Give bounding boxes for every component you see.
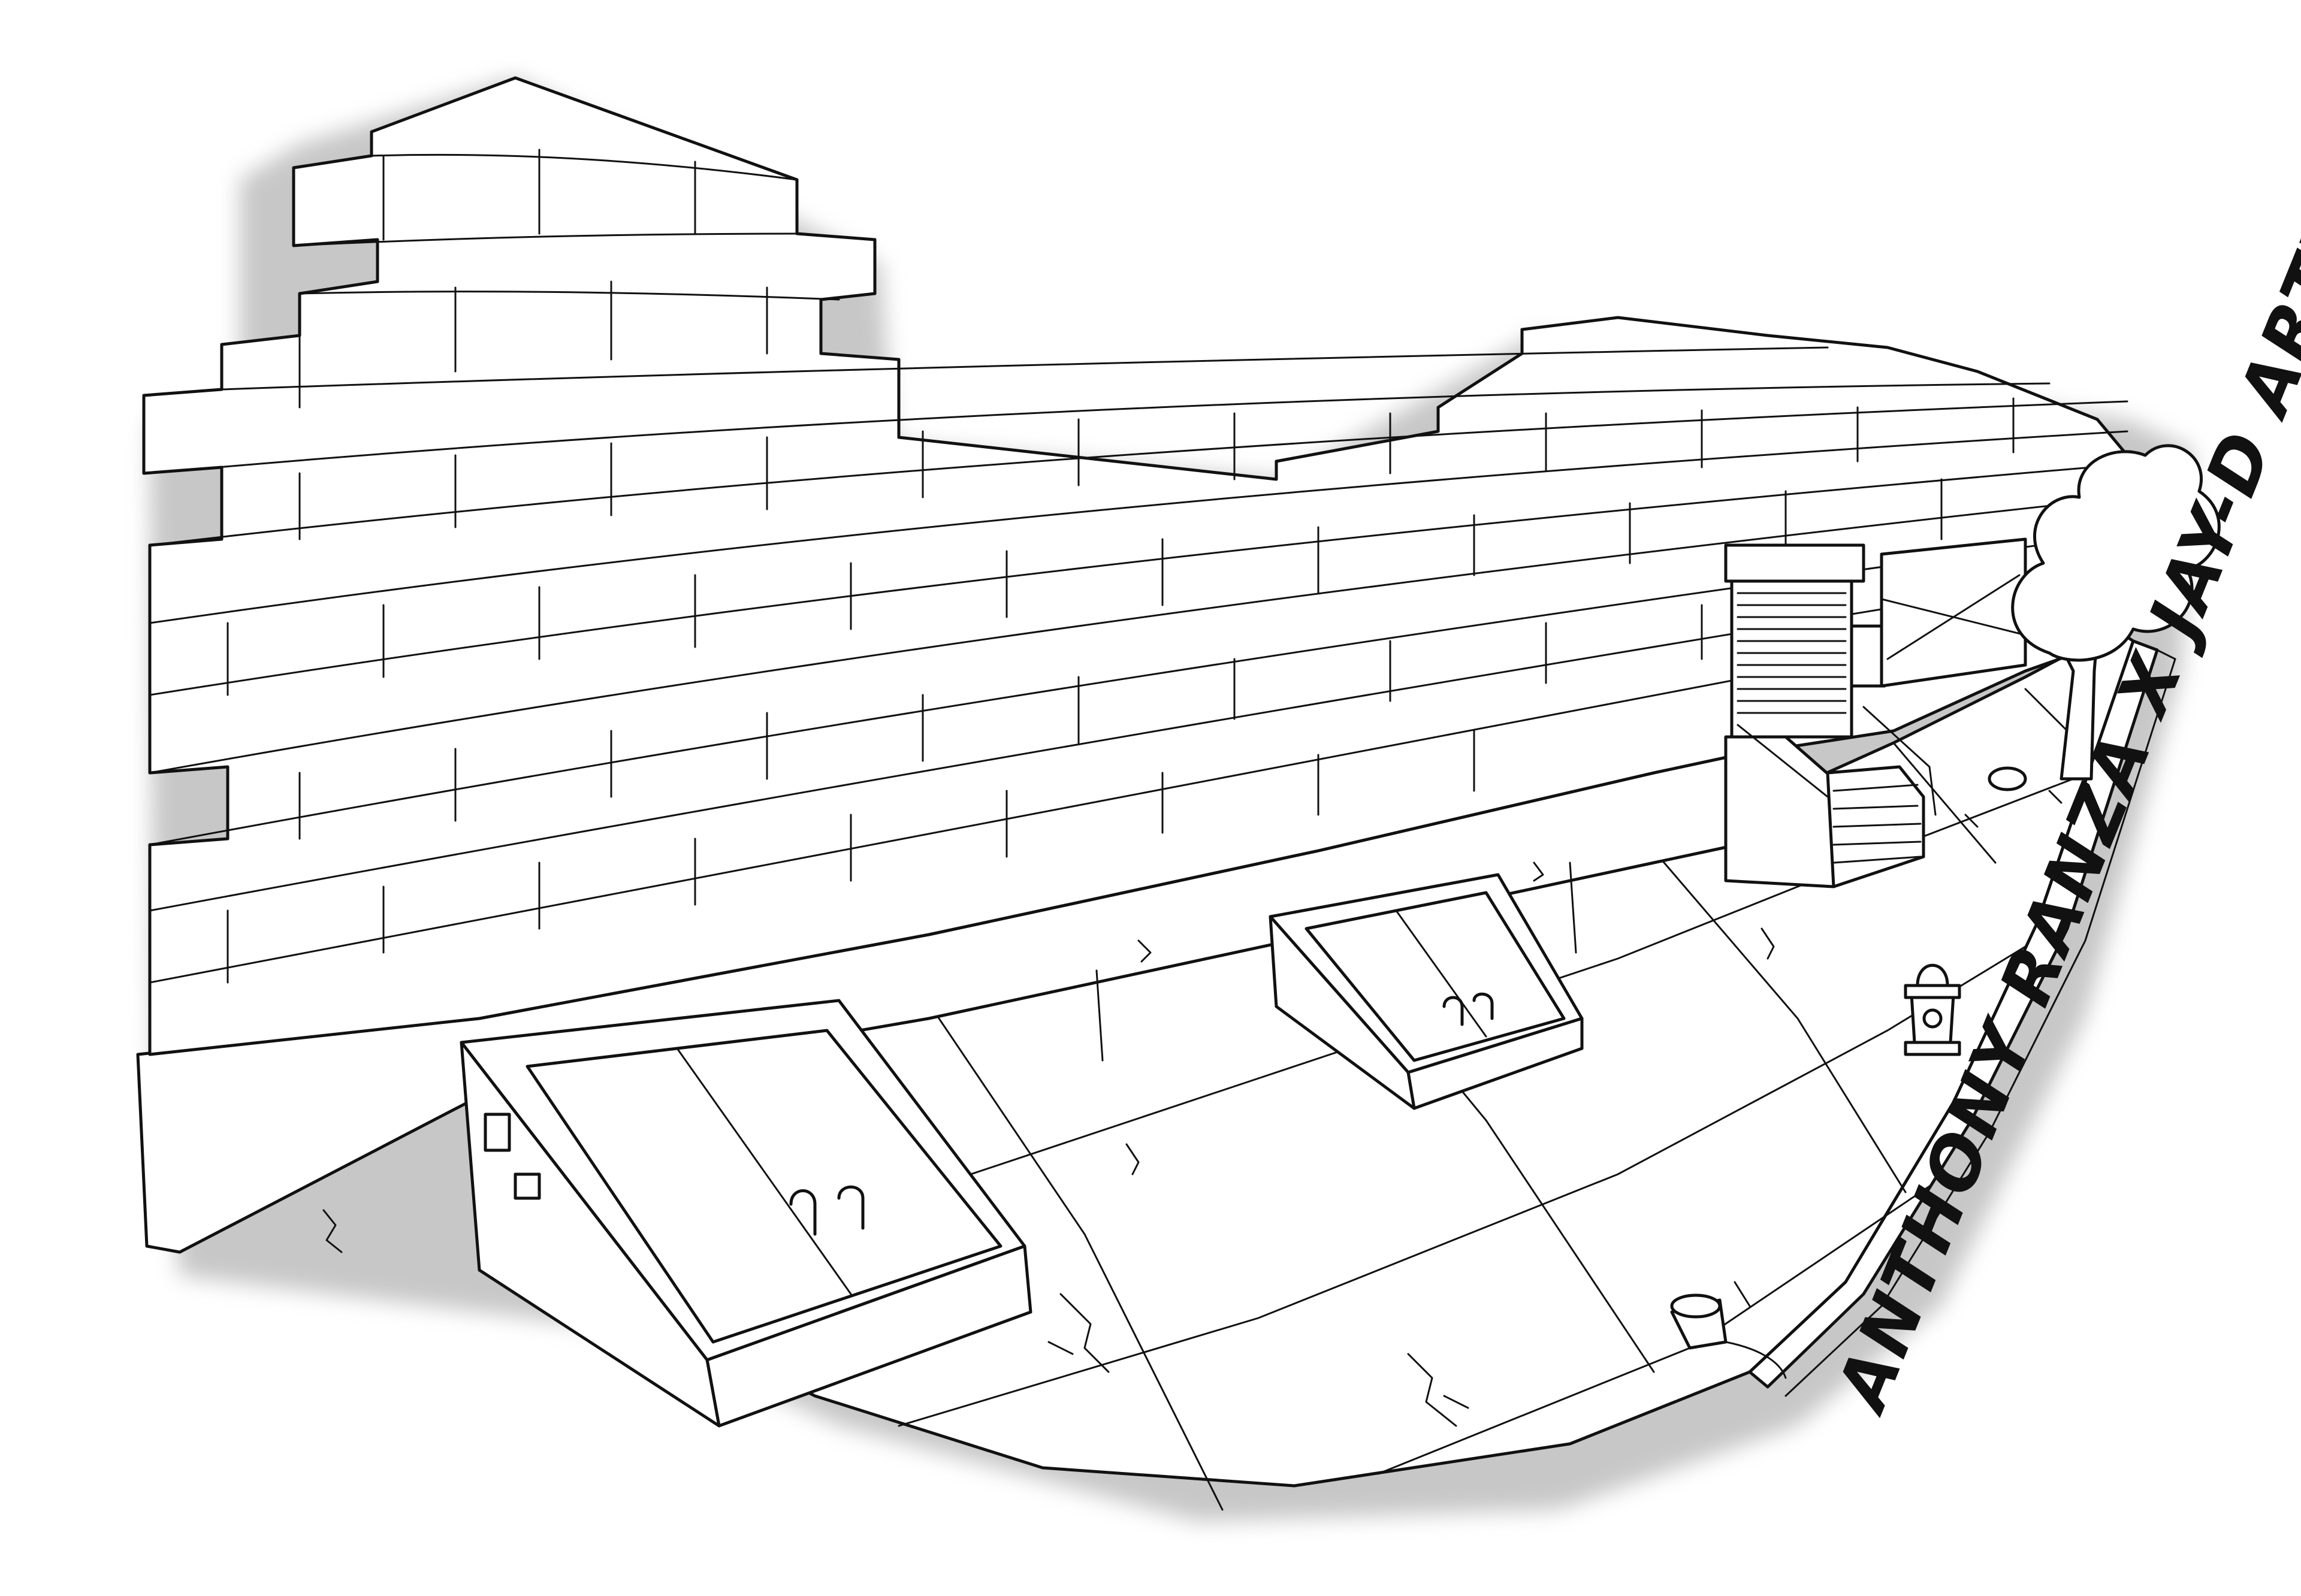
fire-hydrant-icon bbox=[1904, 963, 1961, 1056]
brick-wall bbox=[142, 76, 2129, 1056]
vent-plate bbox=[514, 1172, 541, 1200]
storefront bbox=[1724, 537, 2027, 888]
boarded-window-icon bbox=[1880, 537, 2027, 688]
door-handle-icon bbox=[1442, 992, 1494, 1026]
utility-box bbox=[484, 1113, 511, 1152]
cellar-door-small bbox=[1269, 873, 1584, 1110]
shutter-housing bbox=[1724, 543, 1865, 583]
address-plate bbox=[1850, 624, 1886, 688]
manhole-cover-icon bbox=[1988, 766, 2027, 791]
brick-joints bbox=[227, 149, 2015, 984]
tree-icon bbox=[2011, 444, 2221, 781]
spilled-cup-icon bbox=[1670, 1281, 1787, 1379]
door-handle-icon bbox=[789, 1185, 865, 1236]
cellar-door-large bbox=[460, 999, 1032, 1428]
sidewalk-cracks bbox=[1047, 790, 2063, 1427]
roll-up-shutter-icon bbox=[1730, 555, 1853, 739]
